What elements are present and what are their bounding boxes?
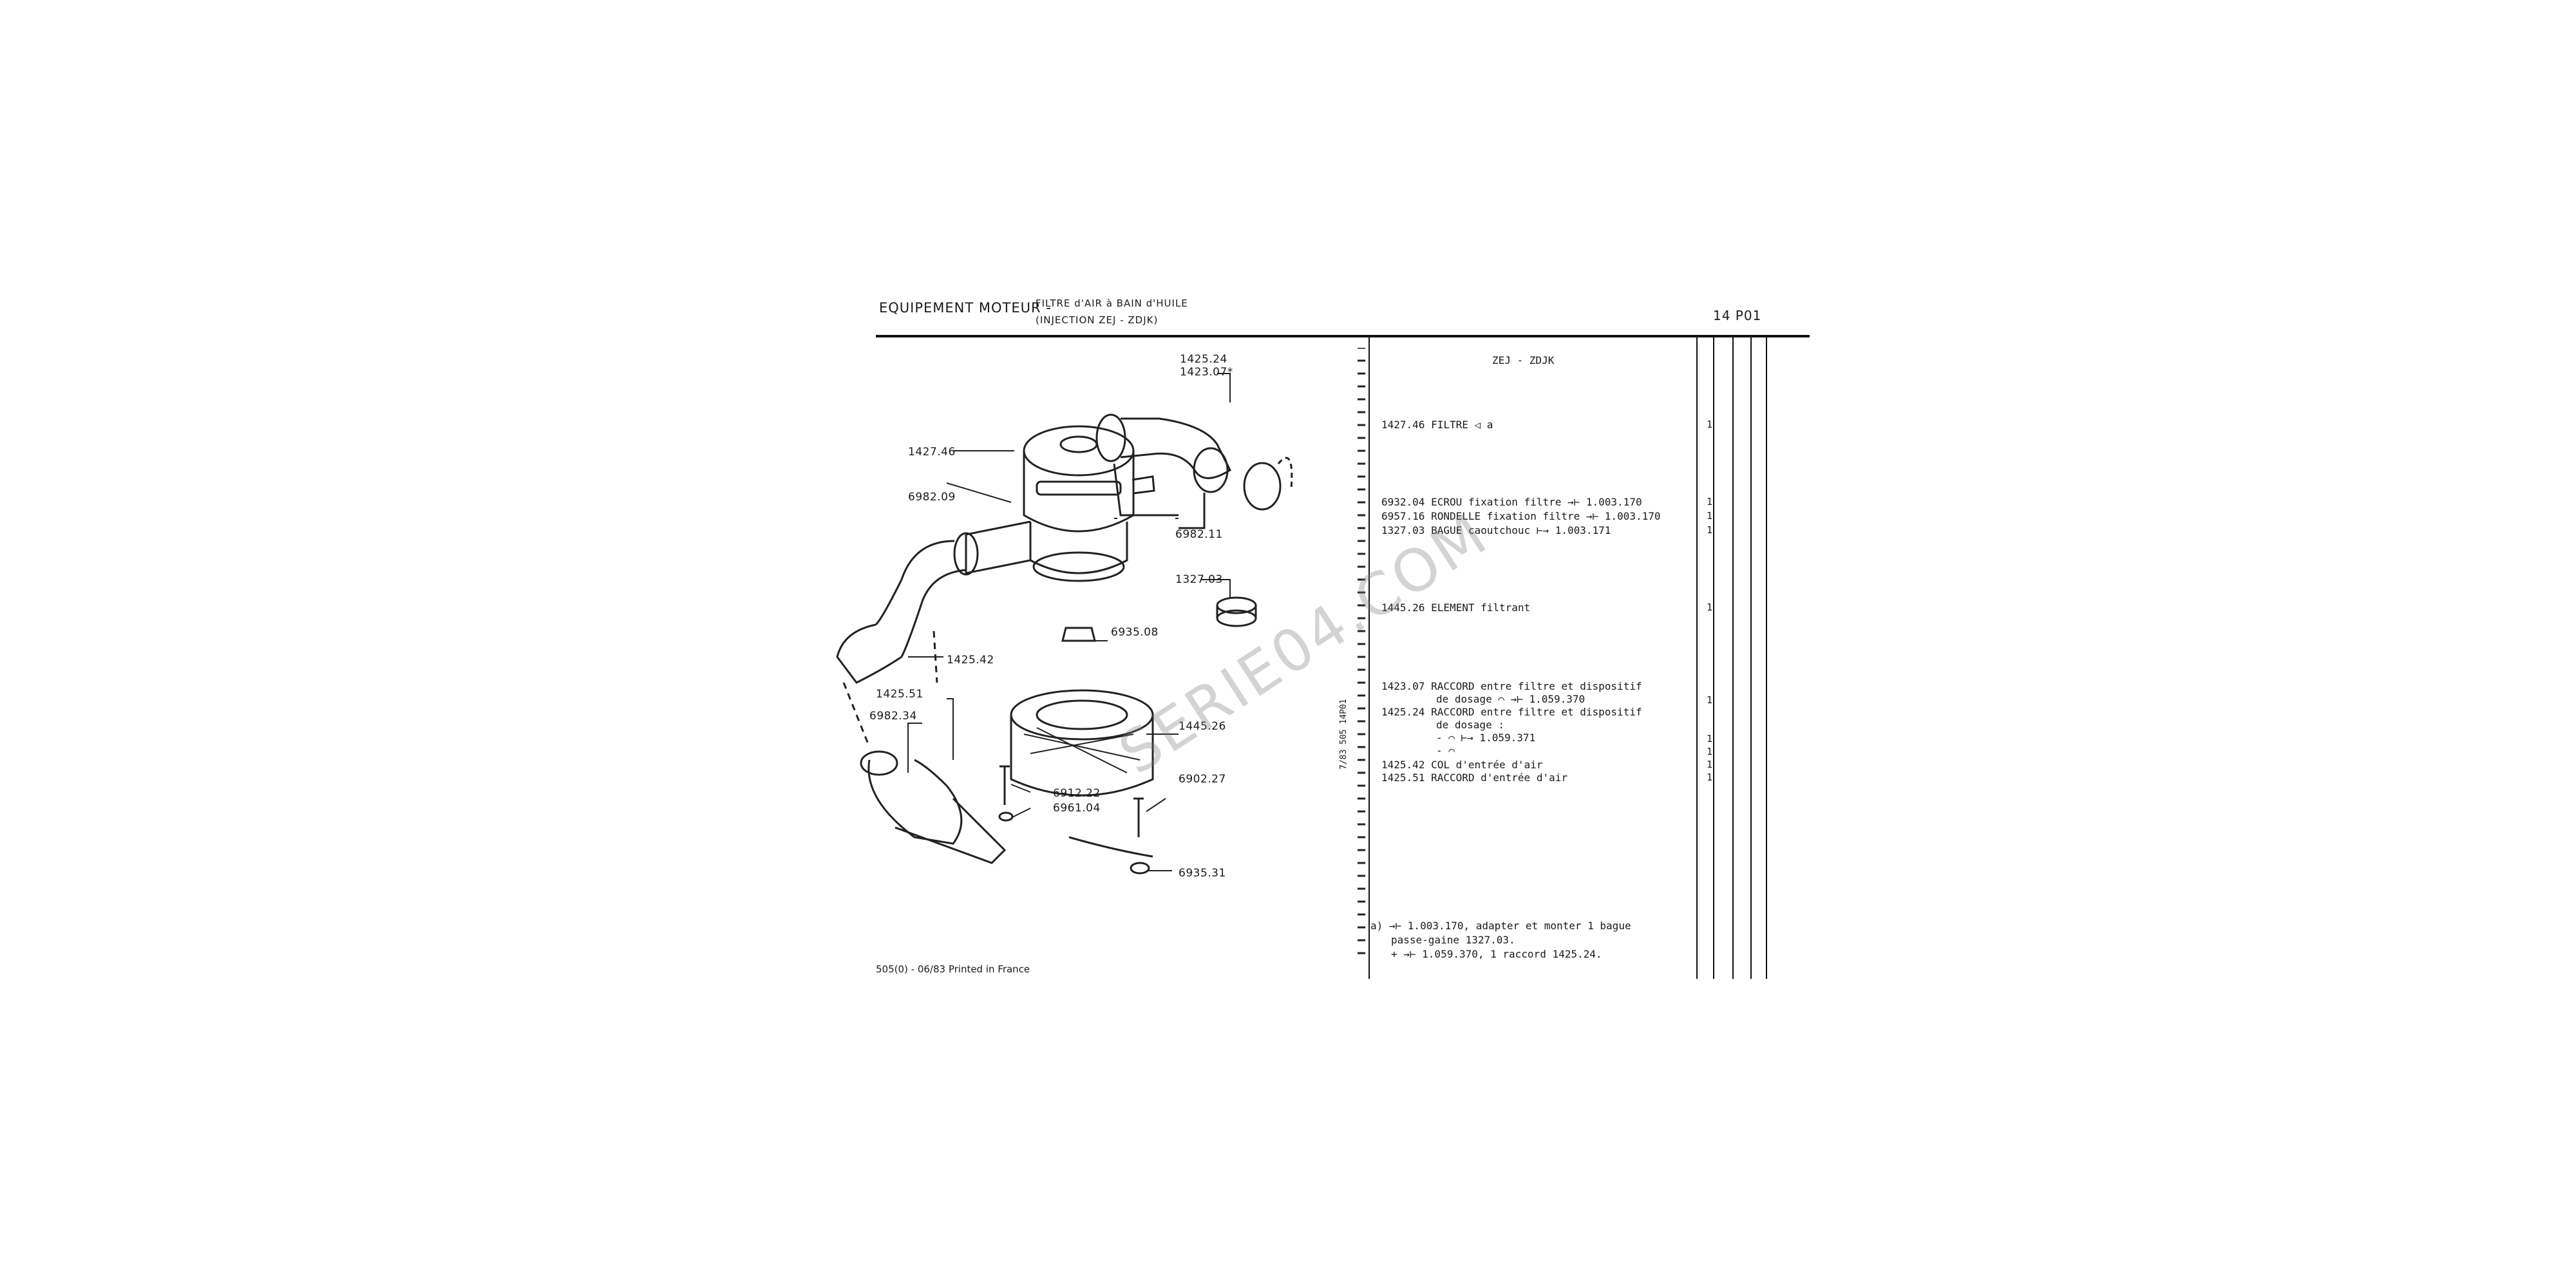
part-row-1425-24-var1: - ⌒ ⊢→ 1.059.371: [1436, 732, 1536, 744]
qty-1425-24-var2: 1: [1707, 746, 1713, 757]
qty-1327-03: 1: [1707, 524, 1713, 536]
part-row-1423-07-cont: de dosage ⌒ →⊢ 1.059.370: [1436, 693, 1586, 705]
filter-lid: [1023, 425, 1135, 477]
part-row-1423-07: 1423.07 RACCORD entre filtre et disposit…: [1381, 680, 1642, 692]
part-row-1425-24-cont: de dosage :: [1436, 719, 1504, 731]
label-6935-08: 6935.08: [1111, 626, 1159, 639]
label-6982-11: 6982.11: [1175, 528, 1223, 541]
label-6902-27: 6902.27: [1179, 773, 1226, 786]
label-1425-51: 1425.51: [876, 688, 923, 701]
subtitle-line-1: FILTRE d'AIR à BAIN d'HUILE: [1036, 298, 1188, 309]
label-1327-03: 1327.03: [1175, 573, 1223, 586]
label-6912-22: 6912.22: [1053, 787, 1101, 800]
label-1445-26: 1445.26: [1179, 720, 1226, 733]
print-footer: 505(0) - 06/83 Printed in France: [876, 963, 1030, 975]
qty-column-rule-3: [1732, 337, 1734, 979]
qty-1425-51: 1: [1707, 772, 1713, 783]
exploded-diagram: [836, 373, 1293, 875]
qty-1445-26: 1: [1707, 601, 1713, 613]
qty-1427-46: 1: [1707, 419, 1713, 430]
subtitle-line-2: (INJECTION ZEJ - ZDJK): [1036, 314, 1159, 326]
label-6961-04: 6961.04: [1053, 802, 1101, 815]
qty-1425-42: 1: [1707, 759, 1713, 770]
label-1423-07: 1423.07*: [1180, 366, 1233, 379]
label-6982-34: 6982.34: [869, 710, 917, 723]
page-reference: 14 P01: [1713, 308, 1762, 323]
variant-heading: ZEJ - ZDJK: [1492, 354, 1555, 366]
qty-1425-24-var1: 1: [1707, 733, 1713, 744]
qty-column-rule-1: [1696, 337, 1698, 979]
note-line-2: passe-gaine 1327.03.: [1391, 934, 1515, 946]
qty-column-rule-4: [1750, 337, 1752, 979]
part-row-1425-24: 1425.24 RACCORD entre filtre et disposit…: [1381, 706, 1642, 718]
part-row-1427-46: 1427.46 FILTRE ◁ a: [1381, 419, 1493, 431]
part-row-6957-16: 6957.16 RONDELLE fixation filtre →⊢ 1.00…: [1381, 510, 1661, 522]
label-1425-24: 1425.24: [1180, 353, 1227, 366]
qty-column-rule-2: [1713, 337, 1714, 979]
label-6935-31: 6935.31: [1179, 867, 1226, 880]
section-title: EQUIPEMENT MOTEUR -: [879, 300, 1052, 316]
part-row-1425-51: 1425.51 RACCORD d'entrée d'air: [1381, 772, 1567, 784]
qty-column-rule-5: [1766, 337, 1767, 979]
qty-6957-16: 1: [1707, 510, 1713, 522]
scale-ticks: [1358, 348, 1365, 954]
note-line-3: + →⊢ 1.059.370, 1 raccord 1425.24.: [1391, 948, 1602, 960]
part-row-6932-04: 6932.04 ECROU fixation filtre →⊢ 1.003.1…: [1381, 496, 1642, 508]
qty-1423-07: 1: [1707, 694, 1713, 706]
part-row-1327-03: 1327.03 BAGUE caoutchouc ⊢→ 1.003.171: [1381, 524, 1611, 536]
note-line-1: a) →⊢ 1.003.170, adapter et monter 1 bag…: [1370, 920, 1631, 932]
column-divider: [1368, 337, 1370, 979]
qty-6932-04: 1: [1707, 496, 1713, 507]
part-row-1425-24-var2: - ⌒: [1436, 744, 1455, 757]
header-rule: [876, 335, 1810, 337]
label-1425-42: 1425.42: [947, 654, 994, 667]
part-row-1445-26: 1445.26 ELEMENT filtrant: [1381, 601, 1531, 614]
catalog-page: [747, 283, 1826, 1011]
side-reference: 7/83 505 14P01: [1339, 699, 1349, 770]
part-row-1425-42: 1425.42 COL d'entrée d'air: [1381, 759, 1543, 771]
label-1427-46: 1427.46: [908, 446, 956, 459]
label-6982-09: 6982.09: [908, 491, 956, 504]
